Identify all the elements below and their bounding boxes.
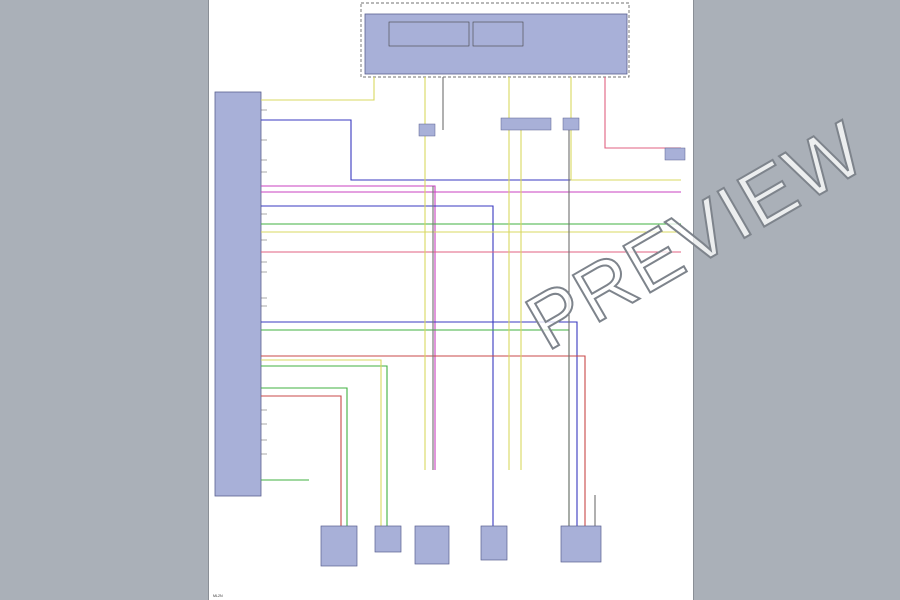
- module-pin-ticks: [261, 109, 267, 455]
- switch-right: [472, 21, 524, 47]
- connector-box-a: [418, 123, 436, 137]
- wiring-diagram: ML2N: [213, 2, 686, 598]
- mirror-switch-module: [364, 13, 628, 75]
- mirror-switch-frame: [360, 2, 630, 78]
- wiring-diagram-sheet: ML2N PREVIEW: [208, 0, 880, 600]
- connector-box-d: [664, 147, 686, 161]
- connector-box-c: [562, 117, 580, 131]
- switch-left: [388, 21, 470, 47]
- connector-box-b: [500, 117, 552, 131]
- wires: [261, 77, 681, 530]
- mirror-motor-block: [320, 525, 358, 567]
- sensor-block-4: [480, 525, 508, 561]
- sensor-block-3: [414, 525, 450, 565]
- sensor-block-5: [560, 525, 602, 563]
- body-control-module: [214, 91, 262, 497]
- sensor-block-2: [374, 525, 402, 553]
- footer-code: ML2N: [213, 594, 223, 598]
